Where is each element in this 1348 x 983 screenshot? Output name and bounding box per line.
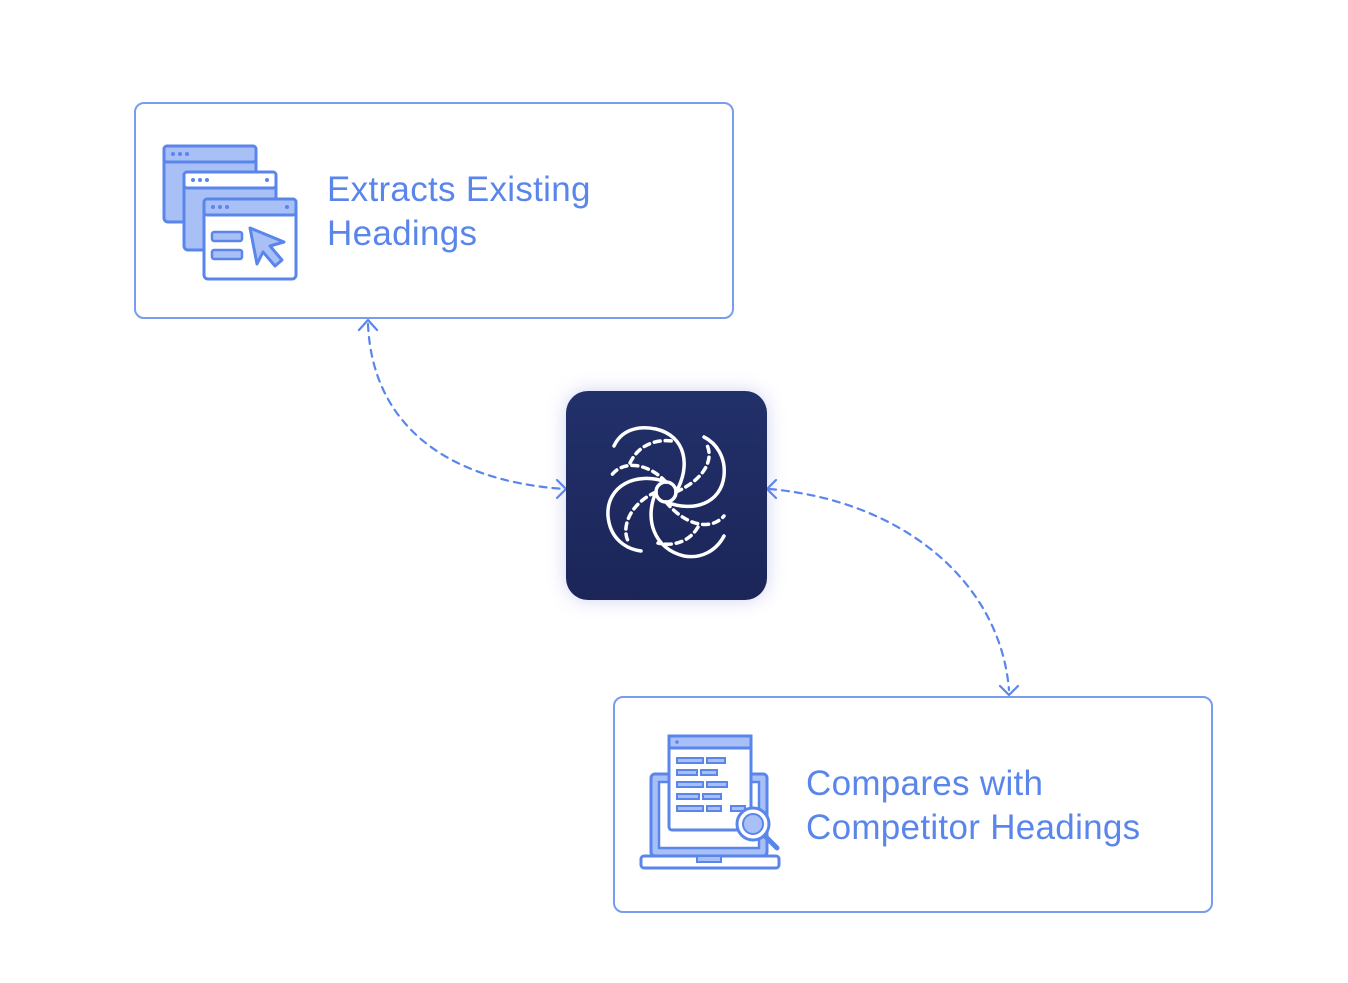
- arrowhead-right: [555, 478, 568, 500]
- hub-logo: [566, 391, 767, 600]
- galaxy-spiral-icon: [606, 426, 726, 559]
- node-extract-card: Extracts Existing Headings: [134, 102, 734, 319]
- arrowhead-down: [998, 684, 1020, 697]
- node-extract-label-line-1: Extracts Existing: [327, 170, 591, 209]
- arrowhead-left: [765, 478, 778, 500]
- connector-extract-to-hub: [366, 322, 566, 491]
- stacked-browser-windows-cursor-icon: [162, 144, 302, 284]
- node-compare-card: Compares with Competitor Headings: [613, 696, 1213, 913]
- laptop-document-magnifier-icon: [637, 734, 783, 876]
- node-compare-label-line-2: Competitor Headings: [806, 808, 1141, 847]
- arrowhead-up: [357, 318, 379, 332]
- node-compare-label-line-1: Compares with: [806, 764, 1044, 803]
- node-compare-label: Compares with Competitor Headings: [806, 762, 1140, 850]
- node-extract-label-line-2: Headings: [327, 214, 478, 253]
- connector-hub-to-compare: [767, 487, 1011, 692]
- node-extract-label: Extracts Existing Headings: [327, 168, 591, 256]
